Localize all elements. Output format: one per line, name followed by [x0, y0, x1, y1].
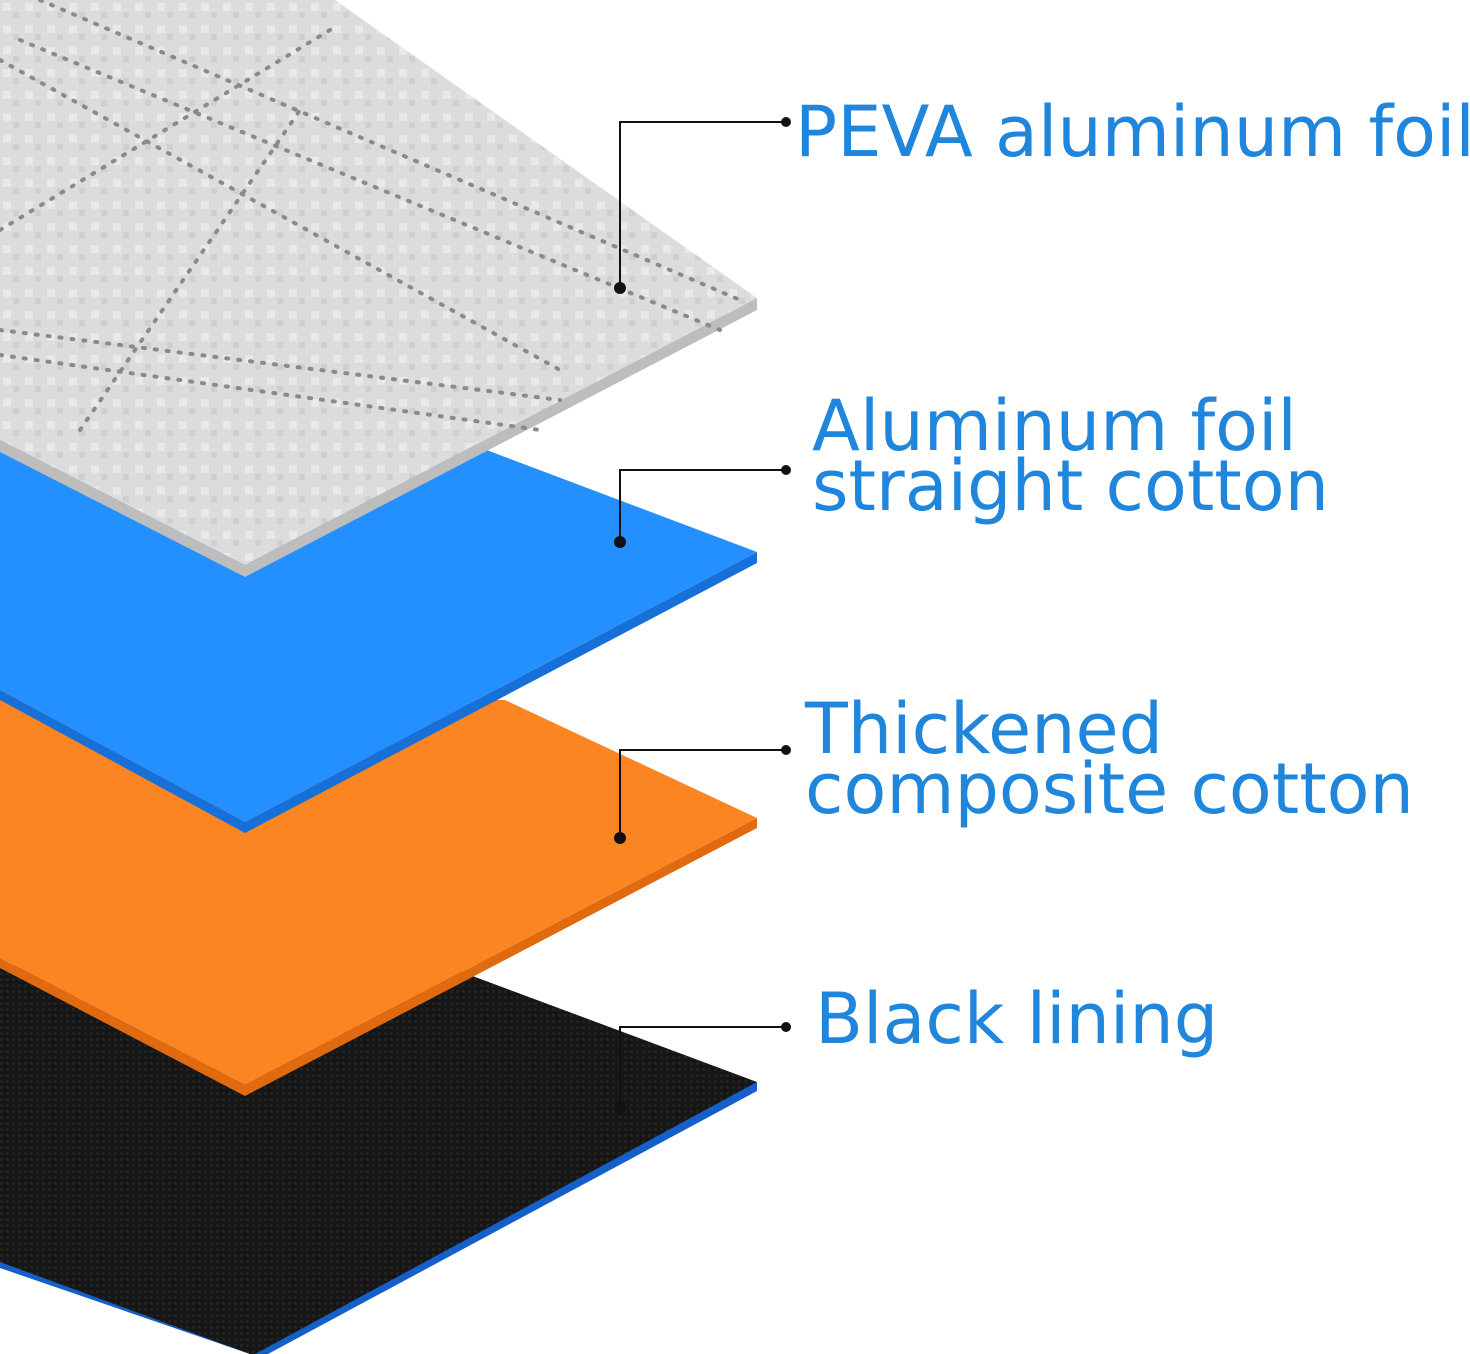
- layer-peva-aluminum-foil: [0, 0, 757, 577]
- leader-peva-aluminum-foil-anchor-dot: [614, 282, 626, 294]
- label-thickened-composite-cotton: Thickened composite cotton: [804, 688, 1414, 830]
- label-black-lining: Black lining: [815, 978, 1218, 1060]
- label-peva-aluminum-foil-line-1: PEVA aluminum foil: [795, 91, 1470, 173]
- leader-black-lining-end-dot: [781, 1022, 791, 1032]
- orange-layer-edge-right: [245, 818, 757, 1096]
- leader-black-lining-line: [619, 1026, 786, 1108]
- leader-aluminum-foil-straight-cotton-end-dot: [781, 465, 791, 475]
- leader-black-lining-anchor-dot: [614, 1102, 626, 1114]
- label-thickened-composite-cotton-line-1: Thickened: [804, 688, 1163, 770]
- leader-peva-aluminum-foil-line: [619, 121, 786, 288]
- foil-stitching: [0, 0, 742, 432]
- foil-layer-edge-left: [0, 440, 245, 577]
- label-peva-aluminum-foil: PEVA aluminum foil: [795, 91, 1470, 173]
- leader-thickened-composite-cotton-line: [619, 749, 786, 838]
- blue-layer-edge: [0, 690, 245, 833]
- blue-layer-edge-right: [245, 552, 757, 833]
- leader-thickened-composite-cotton-anchor-dot: [614, 832, 626, 844]
- foil-layer-surface: [0, 0, 757, 565]
- label-aluminum-foil-straight-cotton: Aluminum foil straight cotton: [812, 385, 1329, 527]
- leader-peva-aluminum-foil-end-dot: [781, 117, 791, 127]
- label-aluminum-foil-straight-cotton-line-2: straight cotton: [812, 445, 1329, 527]
- orange-layer-edge: [0, 958, 245, 1096]
- leader-aluminum-foil-straight-cotton-anchor-dot: [614, 536, 626, 548]
- label-black-lining-line-1: Black lining: [815, 978, 1218, 1060]
- leader-aluminum-foil-straight-cotton-line: [619, 469, 786, 542]
- leader-lines: [614, 117, 791, 1114]
- label-thickened-composite-cotton-line-2: composite cotton: [805, 748, 1414, 830]
- foil-layer-edge: [245, 298, 757, 577]
- label-aluminum-foil-straight-cotton-line-1: Aluminum foil: [812, 385, 1297, 467]
- leader-thickened-composite-cotton-end-dot: [781, 745, 791, 755]
